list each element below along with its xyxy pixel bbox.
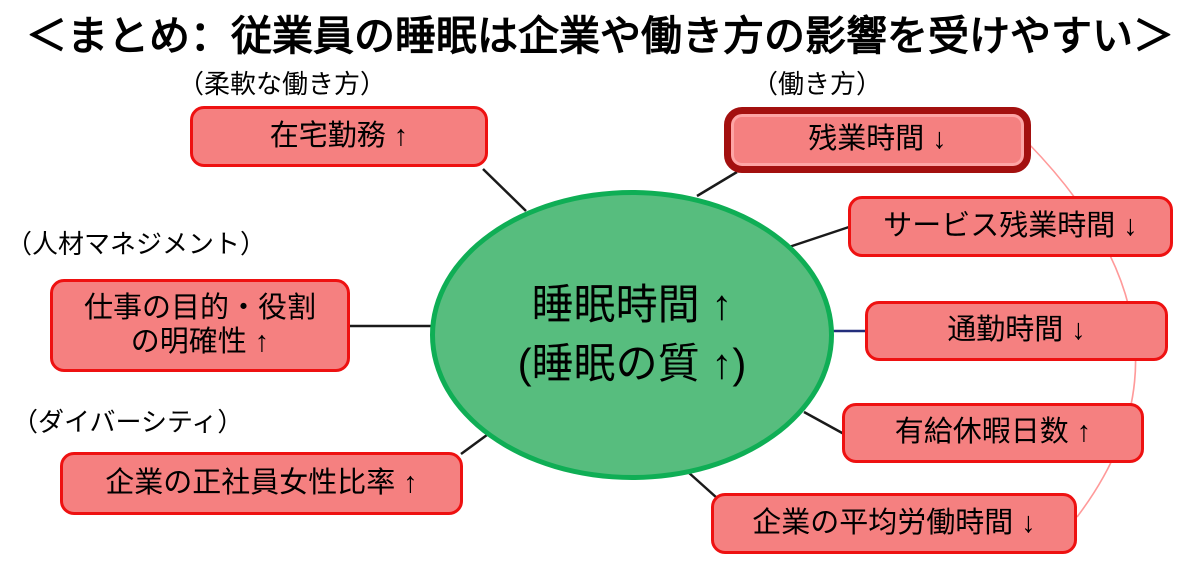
center-node-sleep-duration: 睡眠時間 ↑ [531,281,733,329]
node-work-from-home: 在宅勤務 ↑ [190,106,488,167]
node-commute-time: 通勤時間 ↓ [865,301,1168,361]
category-label-flexible-workstyle: （柔軟な働き方） [178,69,387,99]
node-commute-time-label: 通勤時間 ↓ [947,314,1086,347]
node-job-clarity-label-line1: 仕事の目的・役割 [83,292,316,325]
center-node-sleep: 睡眠時間 ↑ (睡眠の質 ↑) [430,190,834,480]
connector-unpaid-overtime [788,225,850,249]
node-female-full-time-ratio: 企業の正社員女性比率 ↑ [60,452,463,515]
connector-paid-leave-days [803,410,845,436]
page-title: ＜まとめ：従業員の睡眠は企業や働き方の影響を受けやすい＞ [26,13,1174,59]
node-female-full-time-ratio-label: 企業の正社員女性比率 ↑ [105,466,418,499]
node-paid-leave-days-label: 有給休暇日数 ↑ [894,416,1092,449]
node-overtime: 残業時間 ↓ [724,107,1031,173]
category-label-hr-management: （人材マネジメント） [6,229,267,259]
node-job-clarity: 仕事の目的・役割 の明確性 ↑ [50,279,350,372]
node-paid-leave-days: 有給休暇日数 ↑ [842,403,1144,463]
node-work-from-home-label: 在宅勤務 ↑ [269,119,409,152]
node-job-clarity-label-line2: の明確性 ↑ [130,325,270,358]
connector-work-from-home [482,168,527,212]
center-node-sleep-quality: (睡眠の質 ↑) [517,340,747,387]
node-avg-working-hours-label: 企業の平均労働時間 ↓ [752,506,1036,539]
node-overtime-label: 残業時間 ↓ [808,123,947,156]
node-unpaid-overtime-label: サービス残業時間 ↓ [883,209,1138,242]
node-unpaid-overtime: サービス残業時間 ↓ [848,196,1173,257]
connector-overtime [696,170,738,198]
connector-avg-working-hours [687,471,718,499]
category-label-diversity: （ダイバーシティ） [12,407,244,437]
node-avg-working-hours: 企業の平均労働時間 ↓ [711,493,1077,554]
category-label-workstyle: （働き方） [752,69,883,99]
